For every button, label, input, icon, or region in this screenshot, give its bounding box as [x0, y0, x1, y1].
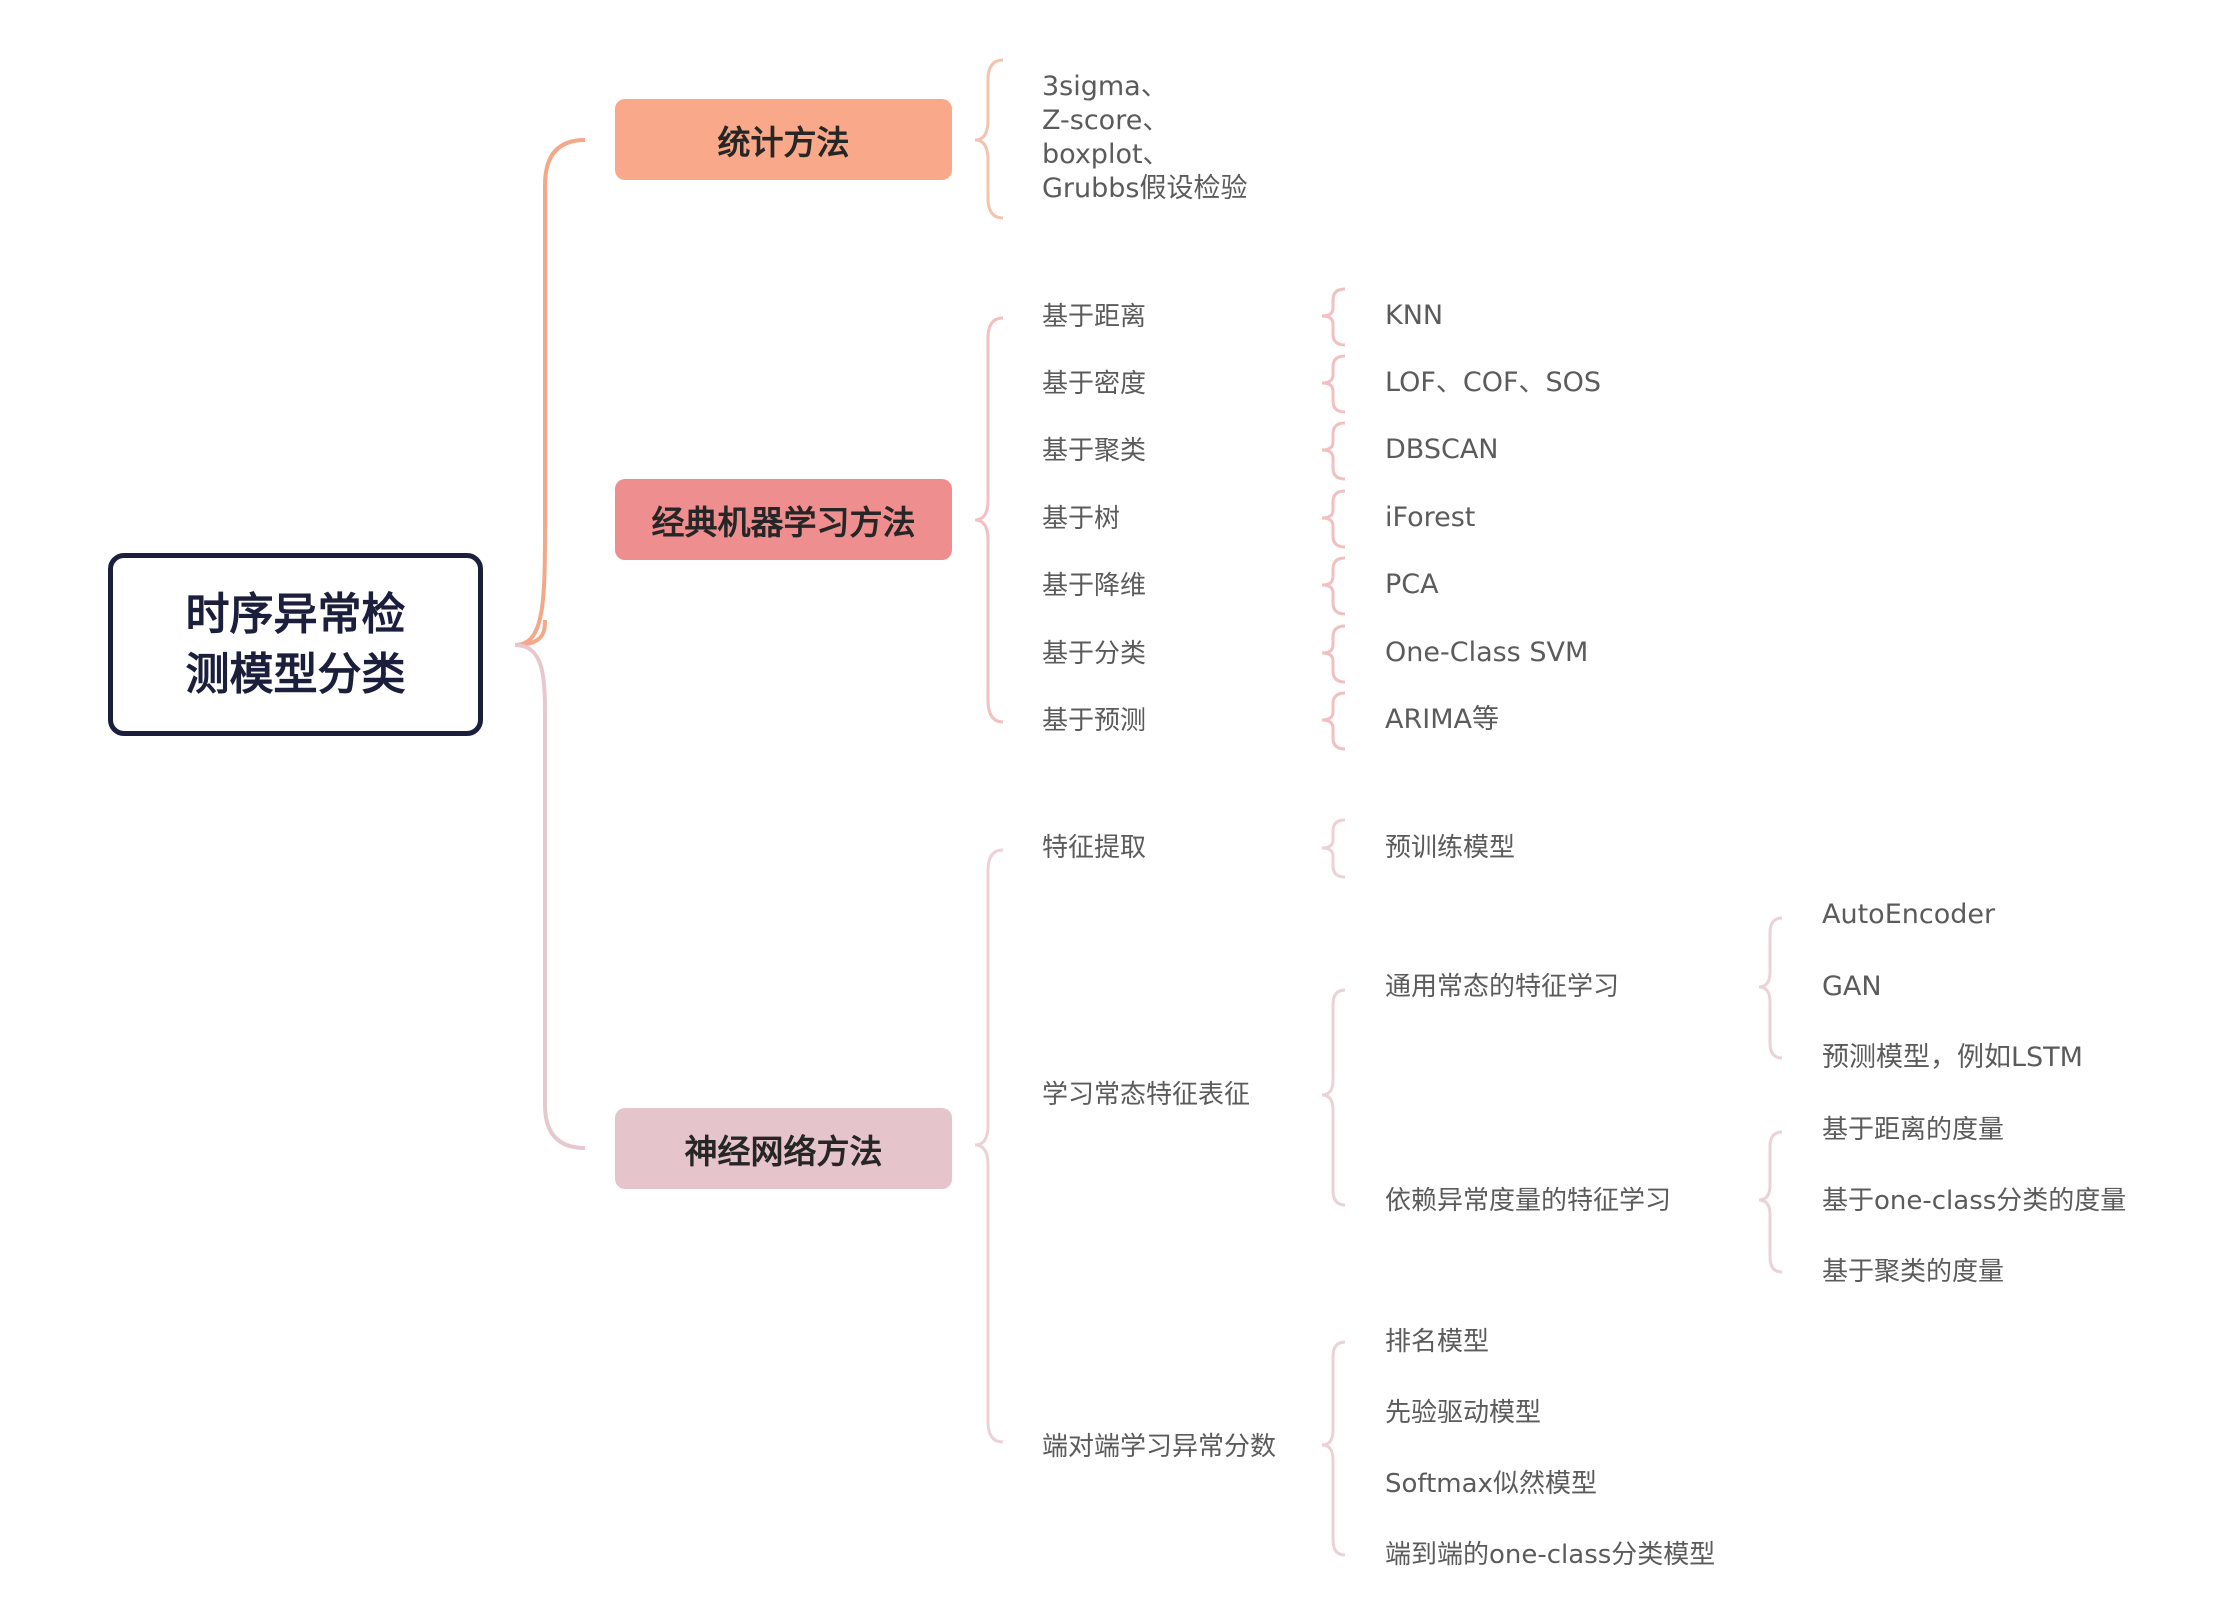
ml-method[interactable]: iForest — [1385, 502, 1476, 533]
ml-group-name[interactable]: 基于分类 — [1042, 639, 1147, 669]
ml-sub-brace-3 — [1321, 421, 1346, 481]
category-ml-label: 经典机器学习方法 — [651, 502, 916, 542]
nn-feature-child[interactable]: 预训练模型 — [1385, 833, 1516, 863]
nn-feature-node[interactable]: 特征提取 — [1042, 833, 1147, 863]
category-nn-label: 神经网络方法 — [684, 1131, 883, 1171]
general-brace — [1758, 916, 1783, 1060]
nn-e2e-item[interactable]: 端到端的one-class分类模型 — [1385, 1540, 1716, 1570]
e2e-brace — [1321, 1340, 1346, 1557]
stat-item: 3sigma、 — [1042, 71, 1168, 102]
nn-general-item[interactable]: 预测模型，例如LSTM — [1822, 1042, 2083, 1073]
nn-general-item[interactable]: GAN — [1822, 971, 1882, 1002]
root-node[interactable]: 时序异常检 测模型分类 — [108, 553, 483, 736]
nn-e2e-node[interactable]: 端对端学习异常分数 — [1042, 1432, 1277, 1462]
ml-sub-brace-7 — [1321, 691, 1346, 751]
category-nn-node[interactable]: 神经网络方法 — [615, 1108, 952, 1189]
nn-dependent-item[interactable]: 基于one-class分类的度量 — [1822, 1186, 2127, 1216]
nn-e2e-item[interactable]: 排名模型 — [1385, 1327, 1490, 1357]
ml-sub-brace-4 — [1321, 489, 1346, 549]
nn-e2e-item[interactable]: Softmax似然模型 — [1385, 1469, 1597, 1499]
ml-method[interactable]: KNN — [1385, 300, 1444, 331]
ml-sub-brace-5 — [1321, 556, 1346, 616]
dependent-brace — [1758, 1130, 1783, 1274]
ml-group-name[interactable]: 基于树 — [1042, 504, 1121, 534]
ml-group-name[interactable]: 基于聚类 — [1042, 436, 1147, 466]
feature-brace — [1321, 818, 1346, 879]
stat-item: Z-score、 — [1042, 105, 1170, 136]
nn-general-node[interactable]: 通用常态的特征学习 — [1385, 972, 1620, 1002]
root-title-line2: 测模型分类 — [185, 648, 406, 700]
normal-brace — [1321, 988, 1346, 1207]
category-stat-node[interactable]: 统计方法 — [615, 99, 952, 180]
ml-sub-brace-2 — [1321, 354, 1346, 414]
ml-method[interactable]: PCA — [1385, 569, 1439, 600]
stat-item: Grubbs假设检验 — [1042, 173, 1248, 204]
nn-brace — [974, 848, 1004, 1444]
nn-dependent-item[interactable]: 基于聚类的度量 — [1822, 1257, 2005, 1287]
stat-brace — [974, 58, 1004, 220]
ml-group-name[interactable]: 基于距离 — [1042, 302, 1147, 332]
ml-group-name[interactable]: 基于预测 — [1042, 706, 1147, 736]
ml-method[interactable]: ARIMA等 — [1385, 704, 1499, 735]
ml-method[interactable]: One-Class SVM — [1385, 637, 1589, 668]
ml-group-name[interactable]: 基于降维 — [1042, 571, 1147, 601]
nn-normal-node[interactable]: 学习常态特征表征 — [1042, 1080, 1251, 1110]
ml-method[interactable]: LOF、COF、SOS — [1385, 367, 1602, 398]
root-title-line1: 时序异常检 — [185, 588, 406, 640]
nn-general-item[interactable]: AutoEncoder — [1822, 899, 1996, 930]
ml-method[interactable]: DBSCAN — [1385, 434, 1499, 465]
ml-group-name[interactable]: 基于密度 — [1042, 369, 1147, 399]
nn-e2e-item[interactable]: 先验驱动模型 — [1385, 1398, 1542, 1428]
category-stat-label: 统计方法 — [717, 122, 850, 162]
category-ml-node[interactable]: 经典机器学习方法 — [615, 479, 952, 560]
ml-brace — [974, 316, 1004, 724]
ml-sub-brace-6 — [1321, 624, 1346, 684]
nn-dependent-item[interactable]: 基于距离的度量 — [1822, 1115, 2005, 1145]
stat-methods-list: 3sigma、 Z-score、 boxplot、 Grubbs假设检验 — [1042, 70, 1247, 206]
stat-item: boxplot、 — [1042, 139, 1170, 170]
nn-dependent-node[interactable]: 依赖异常度量的特征学习 — [1385, 1186, 1672, 1216]
root-to-nn-line — [514, 643, 586, 1150]
ml-sub-brace-1 — [1321, 287, 1346, 347]
root-to-stat-line — [514, 138, 586, 647]
